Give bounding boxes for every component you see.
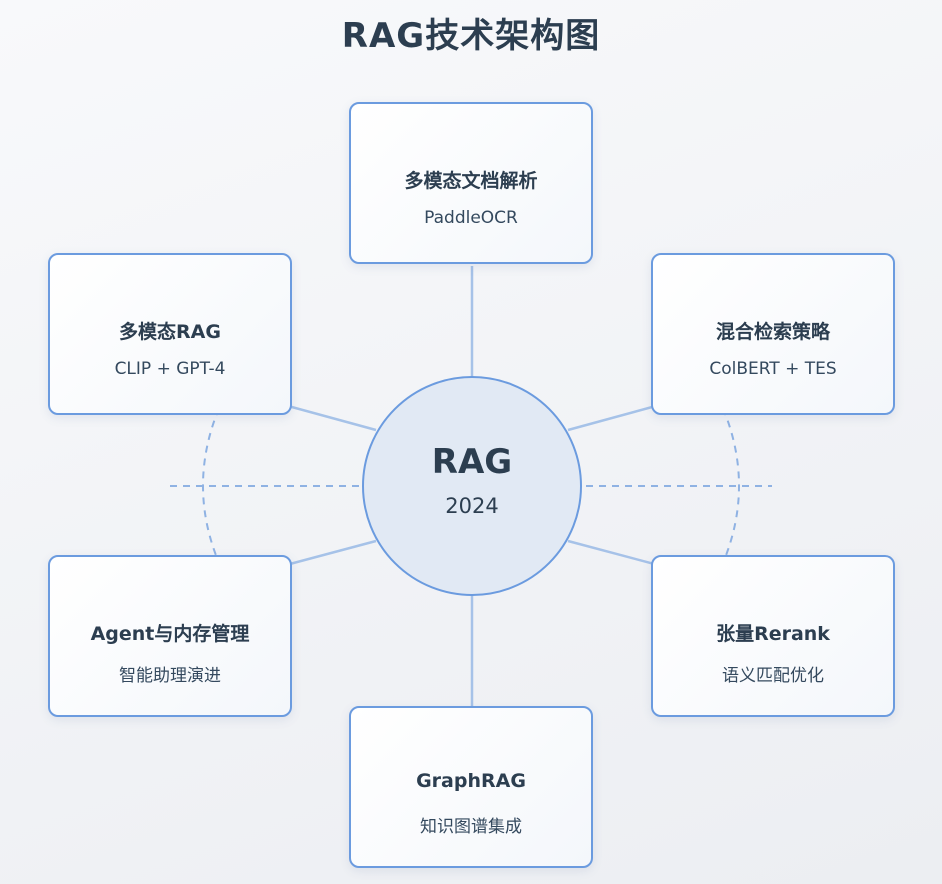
node-title: 多模态RAG xyxy=(119,321,221,343)
center-hub: RAG 2024 xyxy=(362,376,582,596)
node-multimodal-doc-parsing: 多模态文档解析 PaddleOCR xyxy=(349,102,593,264)
node-subtitle: PaddleOCR xyxy=(424,208,518,228)
center-year: 2024 xyxy=(445,494,499,518)
node-graphrag: GraphRAG 知识图谱集成 xyxy=(349,706,593,868)
node-title: GraphRAG xyxy=(416,770,526,792)
node-subtitle: 知识图谱集成 xyxy=(420,817,522,837)
node-agent-memory: Agent与内存管理 智能助理演进 xyxy=(48,555,292,717)
diagram-title: RAG技术架构图 xyxy=(341,16,601,56)
node-subtitle: 语义匹配优化 xyxy=(722,666,824,686)
node-title: 多模态文档解析 xyxy=(404,170,538,192)
node-hybrid-retrieval: 混合检索策略 ColBERT + TES xyxy=(651,253,895,415)
node-subtitle: CLIP + GPT-4 xyxy=(114,359,226,379)
node-subtitle: 智能助理演进 xyxy=(119,666,221,686)
node-title: 混合检索策略 xyxy=(715,321,830,343)
node-title: 张量Rerank xyxy=(716,623,830,645)
node-title: Agent与内存管理 xyxy=(90,623,250,645)
node-tensor-rerank: 张量Rerank 语义匹配优化 xyxy=(651,555,895,717)
node-subtitle: ColBERT + TES xyxy=(709,359,837,379)
node-multimodal-rag: 多模态RAG CLIP + GPT-4 xyxy=(48,253,292,415)
center-title: RAG xyxy=(431,442,513,482)
